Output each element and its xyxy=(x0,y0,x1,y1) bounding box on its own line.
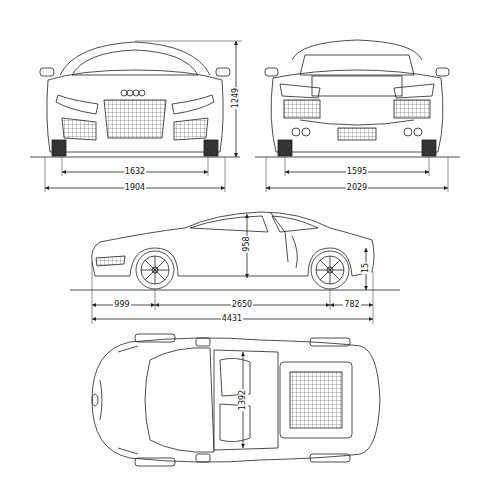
dimension-label: 1249 xyxy=(231,87,241,109)
top-view xyxy=(92,334,380,466)
dimension-label: 4431 xyxy=(221,314,243,324)
dimension-label: 2650 xyxy=(231,300,253,310)
front-view xyxy=(30,41,242,192)
dimension-label: 2029 xyxy=(346,183,368,193)
side-view xyxy=(70,212,400,324)
dimension-label: 999 xyxy=(113,300,130,310)
dimension-label: 958 xyxy=(242,235,252,252)
dimension-label: 1595 xyxy=(346,167,368,177)
dimension-label: 782 xyxy=(343,300,360,310)
rear-view xyxy=(255,40,460,192)
dimension-label: 1904 xyxy=(124,183,146,193)
dimension-label: 1392 xyxy=(238,389,248,411)
dimension-label: 15 xyxy=(361,262,371,274)
dimension-label: 1632 xyxy=(124,167,146,177)
